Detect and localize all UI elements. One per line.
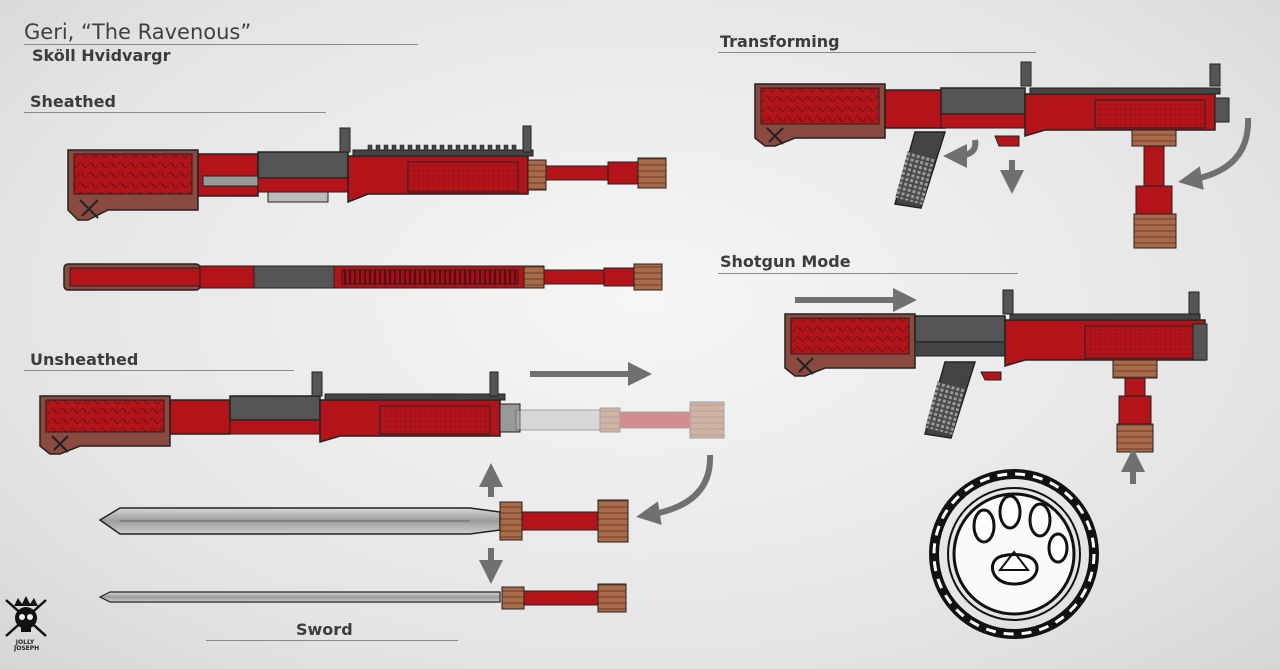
jolly-joseph-skull-logo-icon [5,596,47,637]
section-label-unsheathed: Unsheathed [30,350,139,369]
sword-underline [206,640,458,641]
transforming-barrel-illustration [1131,129,1177,249]
unsheathed-barrel-ghost-illustration [515,401,725,439]
shotgun-mode-underline [718,273,1018,274]
arrows-transforming [943,117,1252,194]
shotgun-mode-illustration [784,289,1208,453]
transforming-underline [718,52,1036,53]
page-subtitle: Sköll Hvidvargr [32,46,171,65]
unsheathed-rifle-illustration [39,371,521,455]
section-label-sheathed: Sheathed [30,92,116,111]
logo-text: JOLLY JOSEPH [14,639,40,652]
unsheathed-sword-illustration [98,499,629,543]
section-label-transforming: Transforming [720,32,840,51]
sheathed-rifle-illustration [67,125,667,221]
wolf-paw-emblem-icon [929,469,1099,639]
logo-line-2: JOSEPH [14,645,40,652]
sheathed-underline [24,112,326,113]
title-underline [24,44,418,45]
section-label-shotgun-mode: Shotgun Mode [720,252,851,271]
page-title: Geri, “The Ravenous” [24,20,252,44]
arrows-unsheathed [479,362,714,584]
sheathed-top-view-illustration [63,263,663,291]
arrows-shotgun-mode [795,288,1145,484]
unsheathed-underline [24,370,294,371]
sword-illustration [98,583,627,613]
transforming-rifle-illustration [754,61,1230,209]
section-label-sword: Sword [296,620,353,639]
logo-line-1: JOLLY [15,639,35,646]
